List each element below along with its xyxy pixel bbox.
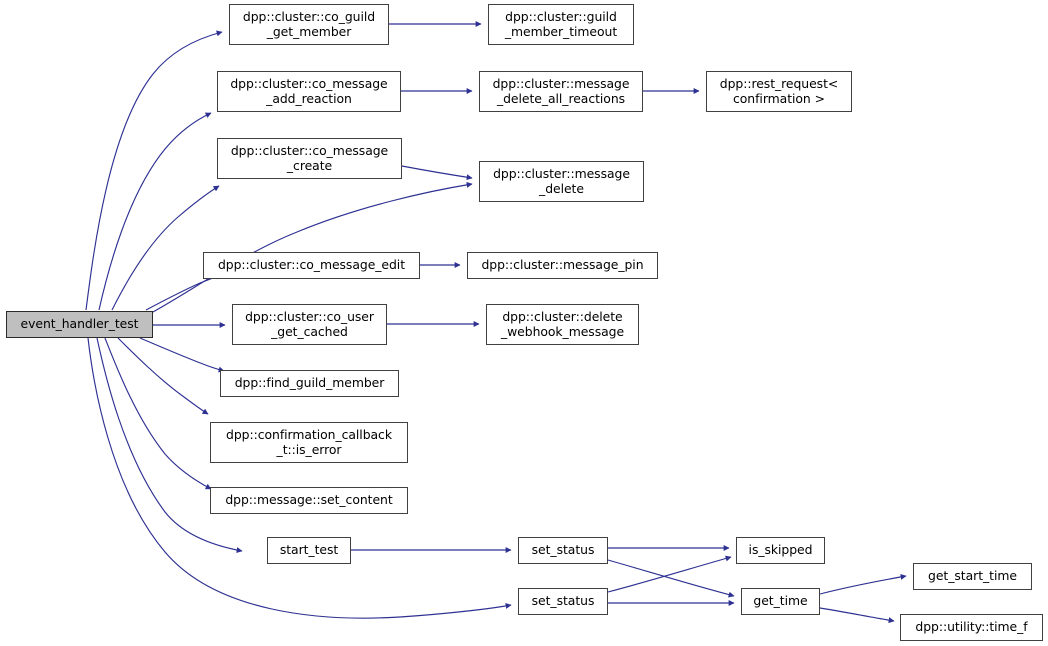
graph-edge-co_message_create-to-message_delete — [401, 165, 473, 181]
graph-node-utility_time_f[interactable]: dpp::utility::time_f — [900, 614, 1043, 641]
graph-node-is_skipped[interactable]: is_skipped — [736, 537, 825, 564]
graph-node-rest_request_confirmation[interactable]: dpp::rest_request< confirmation > — [706, 71, 852, 112]
graph-edge-event_handler_test-to-confirmation_callback_is_error — [117, 337, 209, 415]
graph-node-label: dpp::cluster::message _delete — [493, 165, 630, 196]
graph-node-find_guild_member[interactable]: dpp::find_guild_member — [220, 370, 399, 397]
graph-node-label: dpp::cluster::co_message _add_reaction — [230, 75, 388, 106]
graph-node-label: dpp::cluster::message _delete_all_reacti… — [492, 75, 630, 106]
graph-edge-get_time-to-utility_time_f — [819, 607, 895, 624]
graph-node-message_set_content[interactable]: dpp::message::set_content — [210, 487, 408, 514]
graph-node-label: start_test — [279, 542, 339, 558]
graph-node-label: dpp::cluster::co_message _create — [230, 142, 389, 173]
graph-node-delete_webhook_message[interactable]: dpp::cluster::delete _webhook_message — [486, 304, 639, 345]
graph-node-label: dpp::utility::time_f — [915, 619, 1028, 635]
graph-node-set_status_1[interactable]: set_status — [518, 537, 608, 564]
graph-node-label: dpp::message::set_content — [225, 492, 393, 508]
graph-edge-get_time-to-get_start_time — [819, 574, 907, 595]
graph-node-start_test[interactable]: start_test — [267, 537, 351, 564]
graph-node-guild_member_timeout[interactable]: dpp::cluster::guild _member_timeout — [488, 4, 634, 45]
graph-node-label: set_status — [531, 593, 595, 609]
graph-node-co_message_create[interactable]: dpp::cluster::co_message _create — [217, 138, 402, 179]
graph-node-confirmation_callback_is_error[interactable]: dpp::confirmation_callback _t::is_error — [210, 422, 408, 463]
graph-edge-event_handler_test-to-message_delete — [152, 181, 473, 313]
graph-node-co_message_add_reaction[interactable]: dpp::cluster::co_message _add_reaction — [217, 71, 401, 112]
graph-node-label: dpp::find_guild_member — [234, 375, 385, 391]
graph-edge-event_handler_test-to-find_guild_member — [139, 337, 225, 373]
graph-node-label: set_status — [531, 542, 595, 558]
graph-node-message_delete[interactable]: dpp::cluster::message _delete — [479, 161, 644, 202]
graph-edge-event_handler_test-to-co_message_edit — [145, 273, 223, 311]
graph-node-label: is_skipped — [748, 542, 813, 558]
graph-node-co_guild_get_member[interactable]: dpp::cluster::co_guild _get_member — [229, 4, 389, 45]
graph-node-label: dpp::cluster::guild _member_timeout — [504, 8, 618, 39]
graph-edge-event_handler_test-to-co_message_create — [111, 185, 220, 311]
graph-node-label: dpp::cluster::co_guild _get_member — [242, 8, 376, 39]
graph-edge-event_handler_test-to-co_guild_get_member — [85, 30, 223, 311]
graph-node-message_delete_all_reactions[interactable]: dpp::cluster::message _delete_all_reacti… — [479, 71, 643, 112]
graph-node-co_user_get_cached[interactable]: dpp::cluster::co_user _get_cached — [232, 304, 387, 345]
graph-node-label: dpp::rest_request< confirmation > — [719, 75, 839, 106]
graph-node-label: get_start_time — [928, 568, 1017, 584]
graph-edge-set_status_2-to-is_skipped — [607, 555, 732, 593]
graph-edge-event_handler_test-to-message_set_content — [104, 337, 212, 490]
graph-node-co_message_edit[interactable]: dpp::cluster::co_message_edit — [203, 252, 420, 279]
graph-node-label: dpp::cluster::message_pin — [481, 257, 644, 273]
graph-node-event_handler_test[interactable]: event_handler_test — [6, 311, 153, 338]
graph-node-label: dpp::cluster::co_message_edit — [217, 257, 406, 273]
graph-node-message_pin[interactable]: dpp::cluster::message_pin — [467, 252, 658, 279]
graph-node-label: event_handler_test — [20, 316, 139, 332]
graph-edge-set_status_1-to-get_time — [607, 559, 735, 598]
graph-node-set_status_2[interactable]: set_status — [518, 588, 608, 615]
graph-node-label: dpp::cluster::delete _webhook_message — [500, 308, 625, 339]
graph-node-get_time[interactable]: get_time — [741, 588, 820, 615]
graph-edge-event_handler_test-to-co_message_add_reaction — [98, 112, 212, 311]
graph-node-label: get_time — [753, 593, 808, 609]
graph-node-label: dpp::confirmation_callback _t::is_error — [226, 426, 392, 457]
graph-node-get_start_time[interactable]: get_start_time — [913, 563, 1032, 590]
graph-node-label: dpp::cluster::co_user _get_cached — [245, 308, 374, 339]
